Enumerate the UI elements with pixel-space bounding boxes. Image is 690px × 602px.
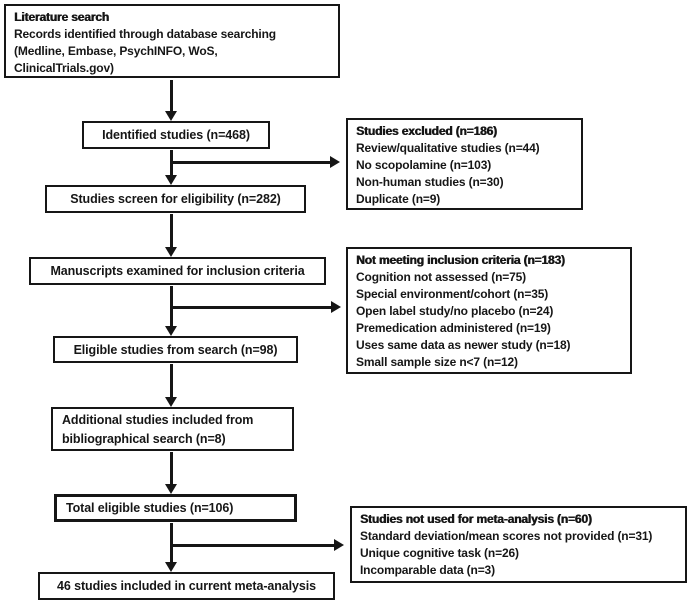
- box-not-meeting-criteria: Not meeting inclusion criteria (n=183) C…: [346, 247, 632, 374]
- box-line: Records identified through database sear…: [14, 27, 276, 41]
- arrowhead-right-icon: [330, 156, 340, 168]
- box-line: ClinicalTrials.gov): [14, 61, 114, 75]
- arrowhead-right-icon: [334, 539, 344, 551]
- box-literature-search: Literature search Records identified thr…: [4, 4, 340, 78]
- box-line: (Medline, Embase, PsychINFO, WoS,: [14, 44, 218, 58]
- box-title: Not meeting inclusion criteria (n=183): [356, 253, 565, 267]
- box-eligible-studies: Eligible studies from search (n=98): [53, 336, 298, 363]
- box-line: Cognition not assessed (n=75): [356, 270, 527, 284]
- arrow-line-additional-to-total: [170, 452, 173, 486]
- box-line: Open label study/no placebo (n=24): [356, 304, 554, 318]
- box-final-included: 46 studies included in current meta-anal…: [38, 572, 335, 600]
- arrowhead-down-icon: [165, 111, 177, 121]
- box-manuscripts-examined: Manuscripts examined for inclusion crite…: [29, 257, 326, 285]
- box-line: Premedication administered (n=19): [356, 321, 551, 335]
- arrowhead-down-icon: [165, 484, 177, 494]
- arrow-line-branch-to-not-used: [171, 544, 334, 547]
- box-line: Duplicate (n=9): [356, 192, 441, 206]
- arrowhead-down-icon: [165, 175, 177, 185]
- box-line: Review/qualitative studies (n=44): [356, 141, 540, 155]
- box-line: Non-human studies (n=30): [356, 175, 504, 189]
- box-not-used-meta-analysis: Studies not used for meta-analysis (n=60…: [350, 506, 687, 583]
- arrow-line-branch-to-not-meeting: [171, 306, 331, 309]
- box-additional-studies: Additional studies included from bibliog…: [51, 407, 294, 451]
- box-line: No scopolamine (n=103): [356, 158, 492, 172]
- box-line: Incomparable data (n=3): [360, 563, 495, 577]
- arrow-line-total-to-final: [170, 523, 173, 564]
- box-identified-studies: Identified studies (n=468): [82, 121, 270, 149]
- arrow-line-branch-to-excluded: [171, 161, 330, 164]
- box-line: Small sample size n<7 (n=12): [356, 355, 518, 369]
- box-title: Literature search: [14, 10, 109, 24]
- arrowhead-right-icon: [331, 301, 341, 313]
- box-line: Uses same data as newer study (n=18): [356, 338, 571, 352]
- box-title: Studies excluded (n=186): [356, 124, 497, 138]
- box-studies-excluded: Studies excluded (n=186) Review/qualitat…: [346, 118, 583, 210]
- box-line: Special environment/cohort (n=35): [356, 287, 549, 301]
- arrowhead-down-icon: [165, 326, 177, 336]
- arrow-line-eligible-to-additional: [170, 364, 173, 399]
- box-studies-screened: Studies screen for eligibility (n=282): [45, 185, 306, 213]
- box-line: Unique cognitive task (n=26): [360, 546, 519, 560]
- arrowhead-down-icon: [165, 397, 177, 407]
- box-total-eligible: Total eligible studies (n=106): [54, 494, 297, 522]
- box-title: Studies not used for meta-analysis (n=60…: [360, 512, 592, 526]
- arrowhead-down-icon: [165, 562, 177, 572]
- arrow-line-screened-to-manuscripts: [170, 214, 173, 249]
- box-line: Standard deviation/mean scores not provi…: [360, 529, 653, 543]
- arrowhead-down-icon: [165, 247, 177, 257]
- arrow-line-literature-to-identified: [170, 80, 173, 113]
